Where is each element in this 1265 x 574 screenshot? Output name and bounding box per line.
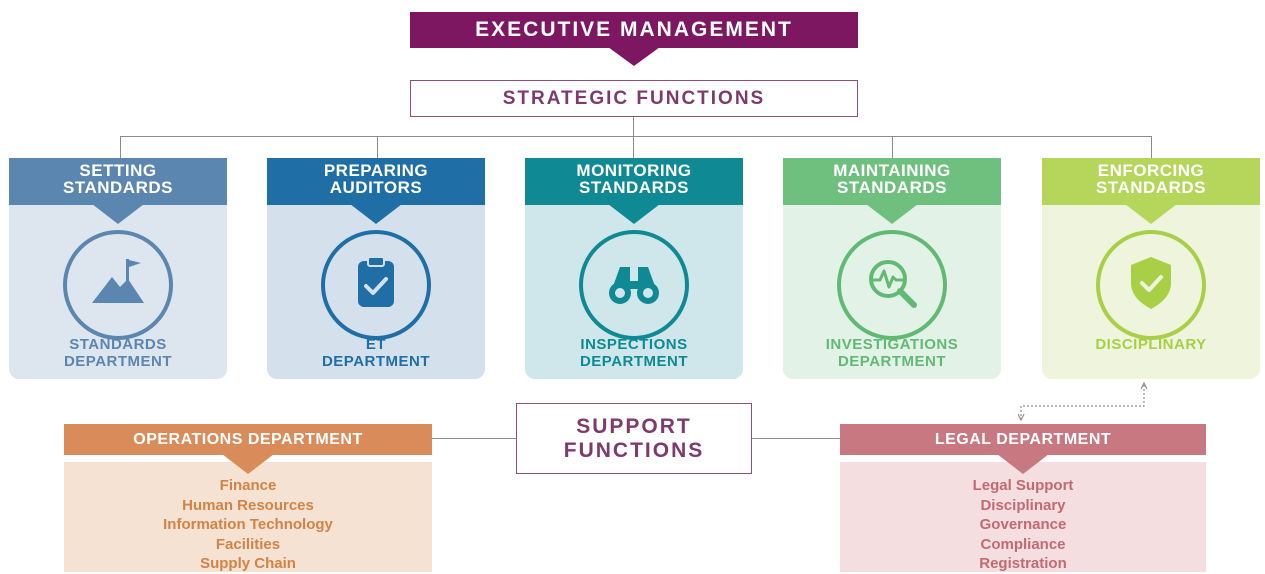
legal-department-title: LEGAL DEPARTMENT [934,430,1112,448]
support-functions-line1: SUPPORT [576,414,692,438]
connector-drop-2 [377,136,378,158]
support-connector-right [752,438,840,439]
support-connector-left [432,438,516,439]
department-label-line2: DEPARTMENT [63,353,173,370]
list-item: Supply Chain [200,555,296,572]
list-item: Finance [219,477,277,494]
column-header-line2: STANDARDS [837,177,947,197]
list-item: Facilities [215,535,281,553]
magnifier-pulse-icon [860,251,924,320]
column-icon-circle [321,230,431,340]
department-label-line1: DISCIPLINARY [1095,336,1207,353]
column-icon-circle [63,230,173,340]
operations-arrow [222,454,274,474]
operations-list: Finance Human Resources Information Tech… [64,476,432,574]
list-item: Compliance [980,535,1066,553]
legal-list: Legal Support Disciplinary Governance Co… [840,476,1206,574]
column-header-line1: MAINTAINING [833,160,951,180]
executive-management-label: EXECUTIVE MANAGEMENT [475,18,793,41]
legal-department-header: LEGAL DEPARTMENT [840,424,1206,455]
support-functions-box: SUPPORT FUNCTIONS [516,403,752,474]
column-header-line2: AUDITORS [329,177,423,197]
column-header-line2: STANDARDS [1096,177,1206,197]
column-icon-circle [1096,230,1206,340]
connector-drop-1 [120,136,121,158]
department-label-line2: DEPARTMENT [837,353,947,370]
list-item: Human Resources [182,496,314,514]
legal-panel [840,462,1206,572]
department-label-line1: INSPECTIONS [580,336,688,353]
strategic-functions-box: STRATEGIC FUNCTIONS [410,80,858,117]
department-label-line1: INVESTIGATIONS [825,336,959,353]
column-header-line2: STANDARDS [579,177,689,197]
connector-drop-3 [633,136,634,158]
department-label-line2: DEPARTMENT [579,353,689,370]
department-label-line2: DEPARTMENT [321,353,431,370]
list-item: Information Technology [163,516,333,533]
list-item: Registration [979,555,1067,572]
binoculars-icon [602,251,666,320]
list-item: Disciplinary [980,496,1066,514]
clipboard-check-icon [344,251,408,320]
disciplinary-legal-link [1018,381,1148,422]
operations-panel [64,462,432,572]
column-arrow [92,204,144,224]
column-icon-circle [579,230,689,340]
department-label: DISCIPLINARY [1042,336,1260,353]
column-arrow [350,204,402,224]
column-header-line1: ENFORCING [1097,160,1205,180]
column-arrow [1125,204,1177,224]
operations-department-title: OPERATIONS DEPARTMENT [133,430,363,448]
shield-check-icon [1119,251,1183,320]
connector-drop-4 [892,136,893,158]
column-icon-circle [837,230,947,340]
column-header-line1: PREPARING [323,160,429,180]
operations-department-header: OPERATIONS DEPARTMENT [64,424,432,455]
strategic-functions-label: STRATEGIC FUNCTIONS [502,87,766,109]
column-header-line2: STANDARDS [63,177,173,197]
executive-management-banner: EXECUTIVE MANAGEMENT [410,12,858,48]
list-item: Legal Support [972,477,1074,494]
column-header-line1: SETTING [79,160,157,180]
connector-horizontal [120,136,1152,137]
legal-arrow [997,454,1049,474]
connector-drop-5 [1151,136,1152,158]
column-header-line1: MONITORING [576,160,692,180]
department-label-line1: ET [365,336,387,353]
column-arrow [866,204,918,224]
list-item: Governance [979,516,1067,533]
department-label-line1: STANDARDS [69,336,167,353]
connector-vertical-main [633,117,634,137]
executive-arrow [608,47,660,66]
mountain-flag-icon [86,251,150,320]
support-functions-line2: FUNCTIONS [563,438,705,462]
column-arrow [608,204,660,224]
